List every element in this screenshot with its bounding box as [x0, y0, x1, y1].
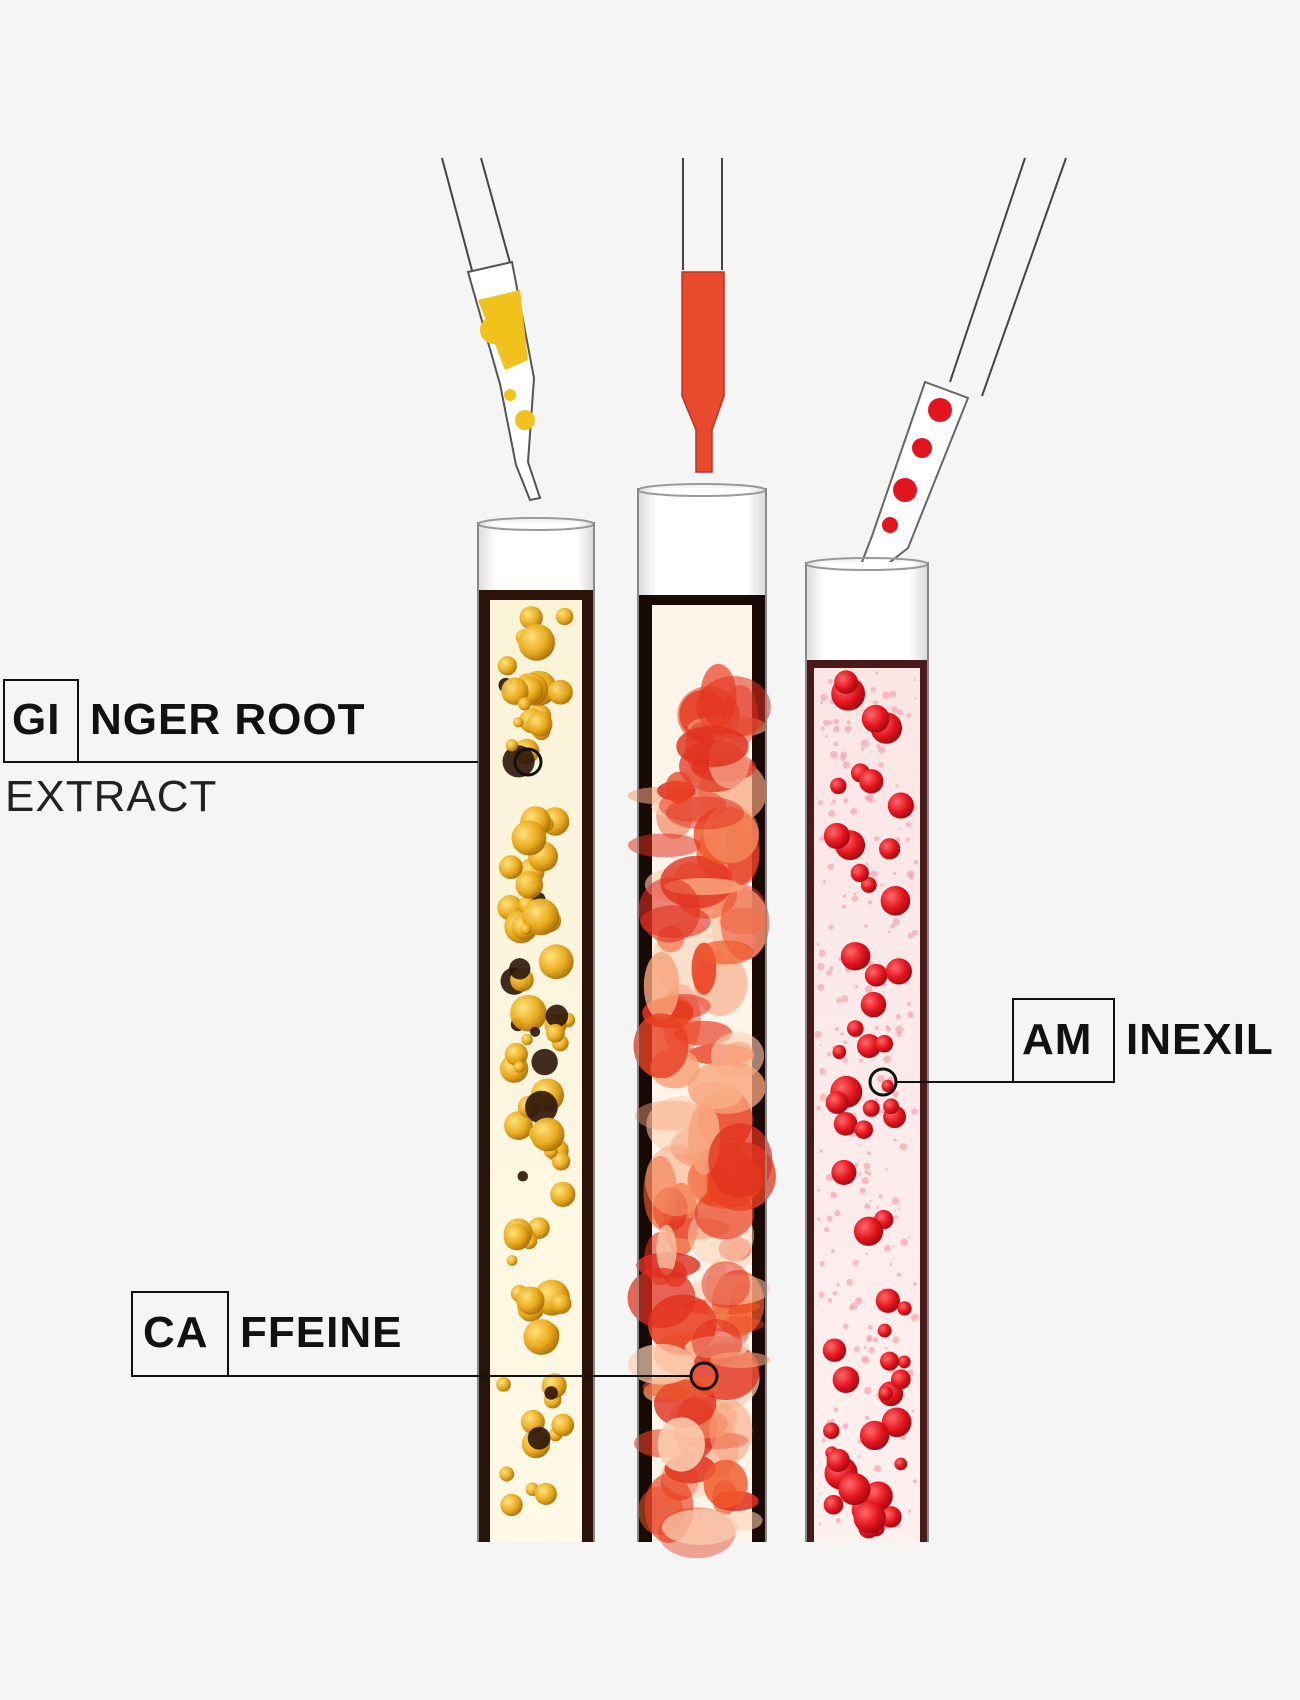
callout-aminexil — [868, 1067, 1013, 1097]
ginger-abbr: GI — [12, 695, 61, 744]
pipette-orange — [681, 158, 725, 473]
caffeine-abbr: CA — [143, 1308, 209, 1357]
pipette-red — [860, 157, 1067, 594]
callout-ginger — [76, 747, 543, 777]
tube-ginger — [477, 517, 595, 1542]
callout-caffeine — [228, 1361, 719, 1391]
ginger-subtitle: EXTRACT — [5, 772, 218, 821]
aminexil-abbr-box — [1012, 998, 1115, 1083]
pipette-yellow — [441, 157, 542, 502]
ginger-abbr-box — [3, 679, 79, 763]
aminexil-title-rest: INEXIL — [1126, 1015, 1274, 1064]
tube-aminexil — [805, 557, 929, 1542]
tube-caffeine — [627, 483, 776, 1559]
aminexil-abbr: AM — [1022, 1015, 1093, 1064]
ginger-title-rest: NGER ROOT — [90, 695, 366, 744]
caffeine-abbr-box — [131, 1291, 229, 1377]
caffeine-title-rest: FFEINE — [240, 1308, 403, 1357]
